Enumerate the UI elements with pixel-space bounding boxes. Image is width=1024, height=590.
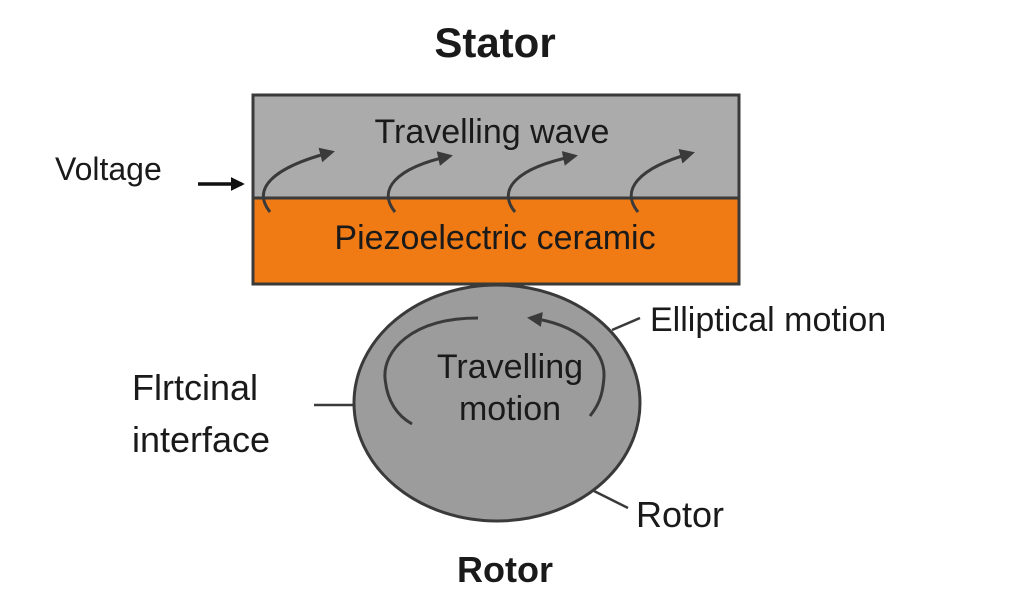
stator-title: Stator xyxy=(434,19,555,66)
wave-arrow-icon xyxy=(261,147,695,213)
elliptical-motion-label: Elliptical motion xyxy=(650,301,886,339)
stator-block xyxy=(251,93,741,200)
elliptical-leader-line xyxy=(611,316,641,332)
travelling-motion-label-2: motion xyxy=(459,390,561,428)
rotor-side-label: Rotor xyxy=(636,494,724,535)
rotor-leader-line xyxy=(591,488,629,510)
travelling-wave-label: Travelling wave xyxy=(375,113,610,151)
rotor-bottom-label: Rotor xyxy=(457,549,553,590)
rotation-arrow-icon xyxy=(383,312,606,426)
voltage-label: Voltage xyxy=(55,151,162,187)
rotor-body xyxy=(352,283,642,523)
frictional-label-1: Flrtcinal xyxy=(132,367,258,408)
travelling-motion-label-1: Travelling xyxy=(437,348,583,386)
piezo-ceramic-layer xyxy=(251,196,741,286)
frictional-label-2: interface xyxy=(132,419,270,460)
piezo-ceramic-label: Piezoelectric ceramic xyxy=(334,219,655,257)
